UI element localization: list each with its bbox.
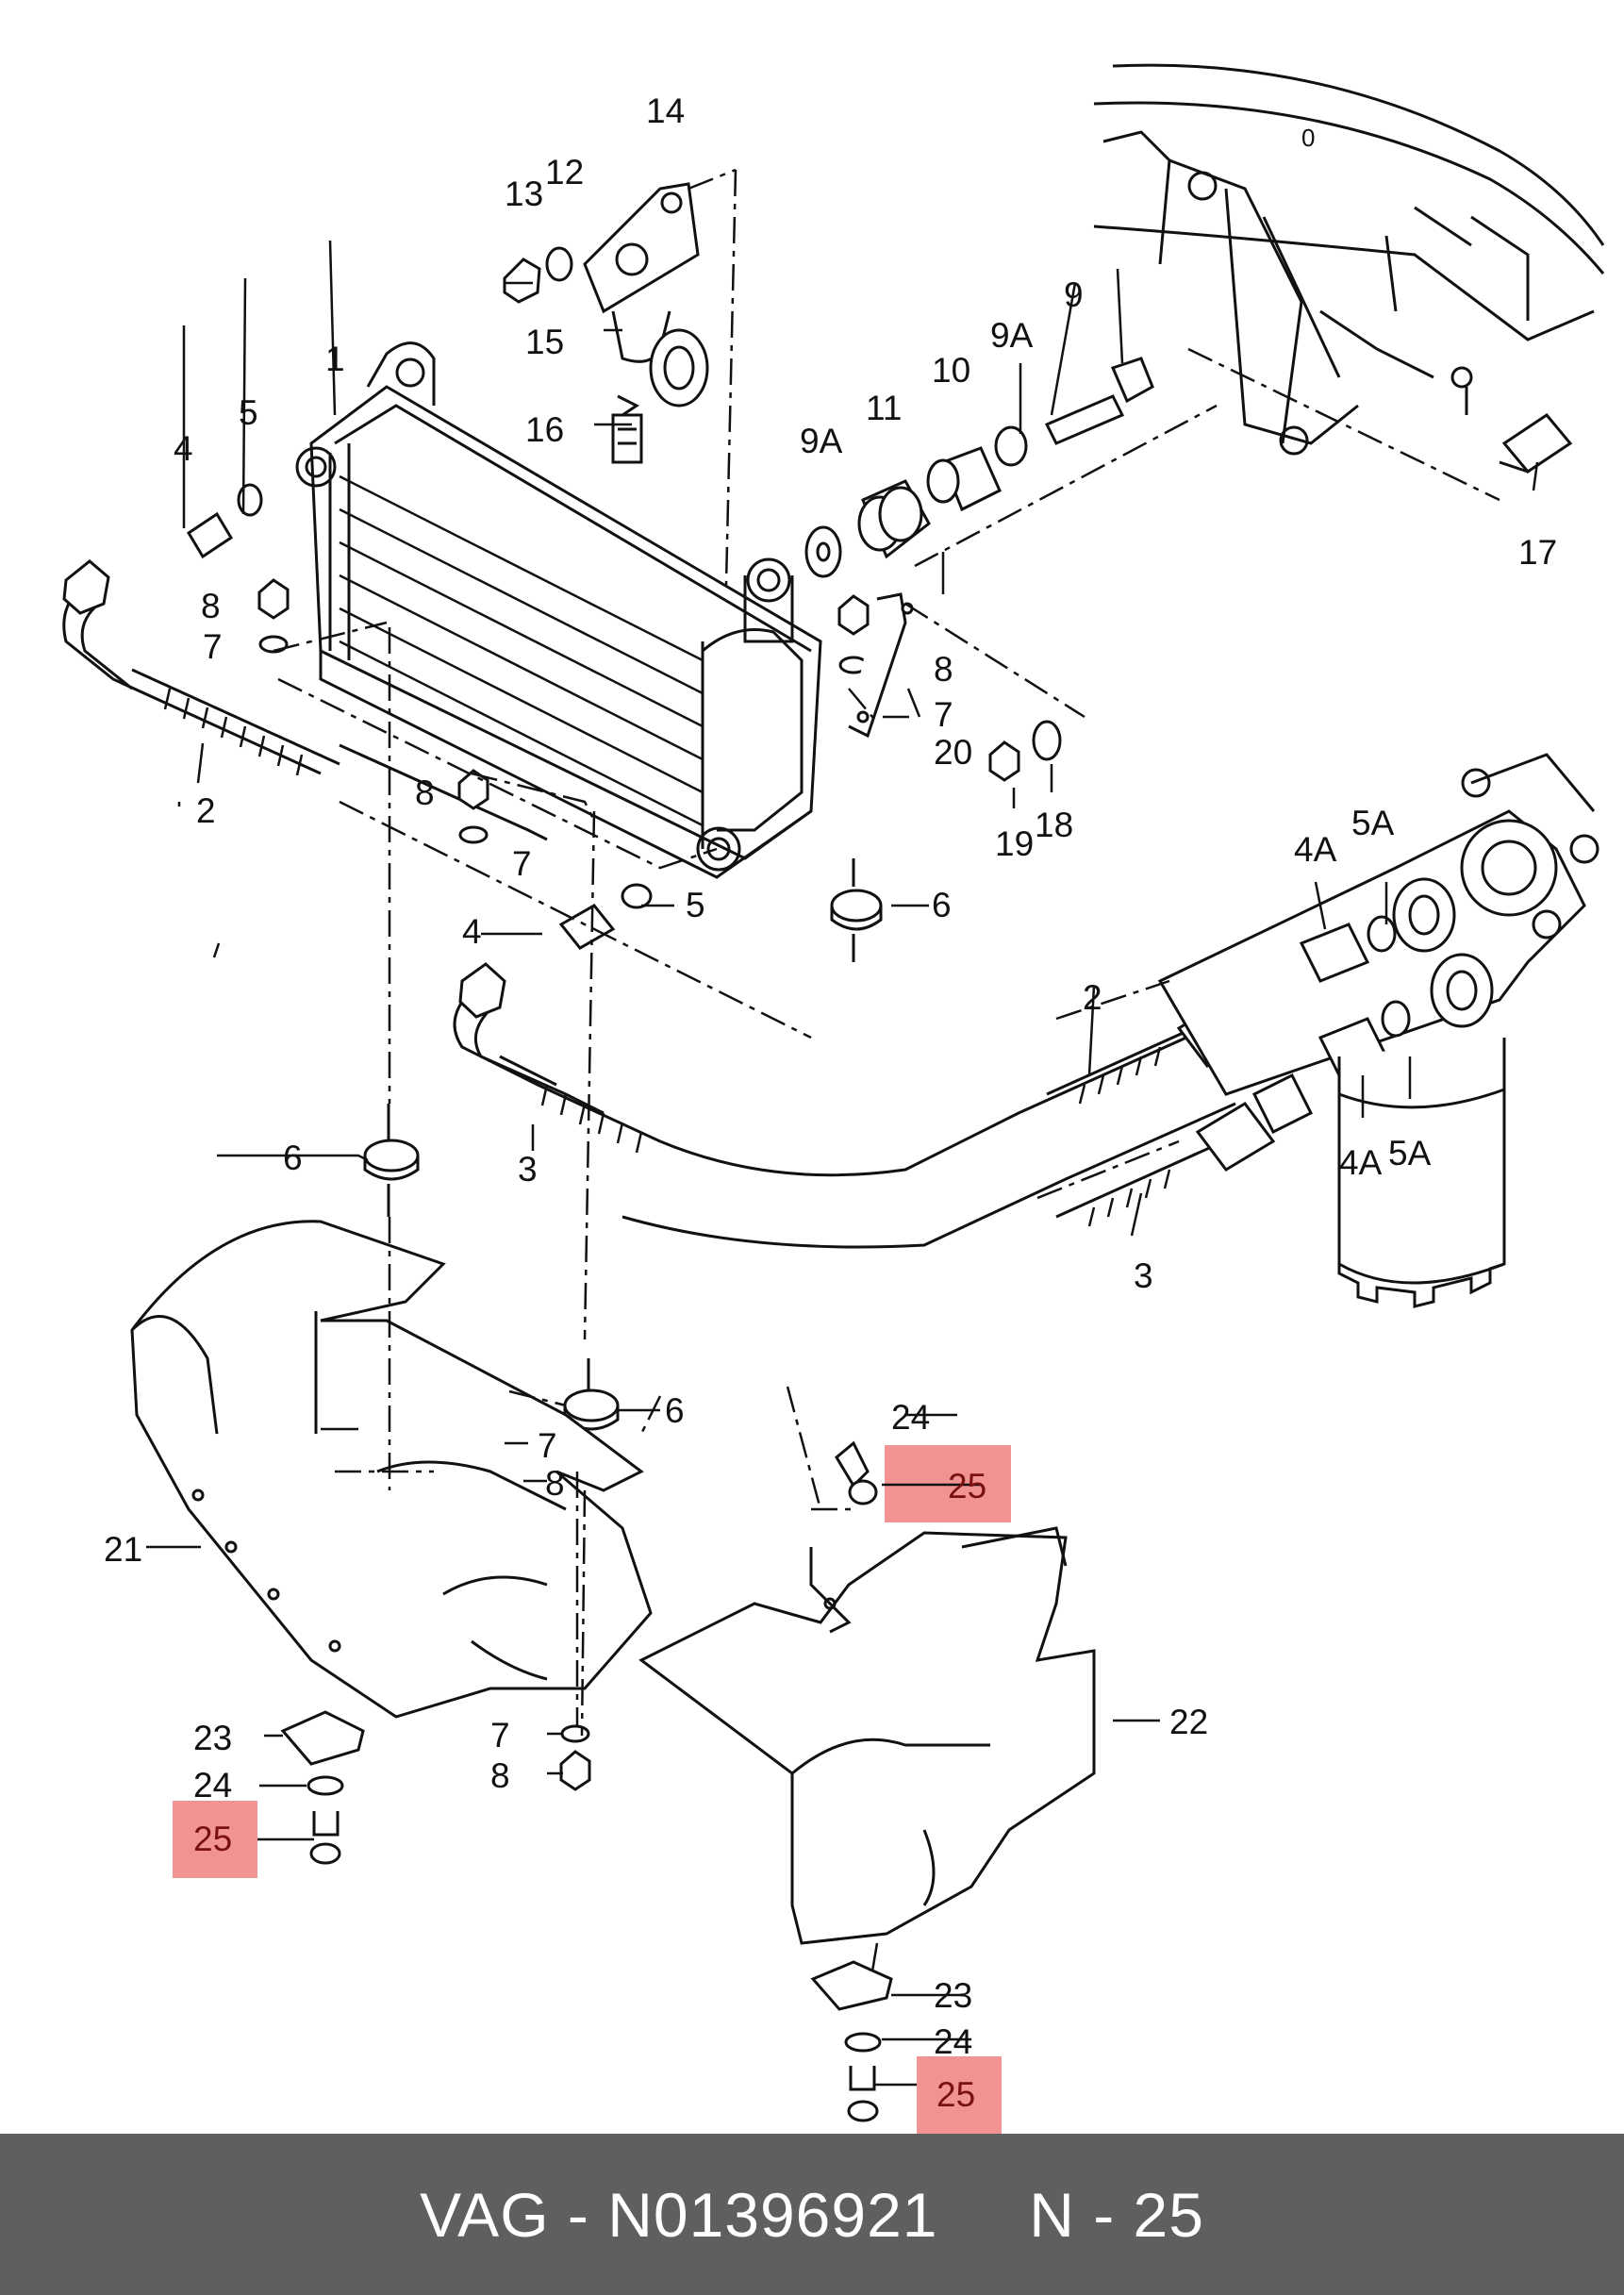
label-24b: 24 [193,1766,232,1804]
label-21: 21 [104,1530,142,1569]
label-11: 11 [866,389,902,427]
heat-shields [130,1220,1096,1945]
label-7d: 7 [538,1426,557,1465]
label-25a: 25 [948,1467,986,1505]
rubber-mounts [363,858,883,1462]
label-6c: 6 [665,1391,685,1430]
label-9: 9 [1064,275,1084,314]
engine-block: 0 [1093,63,1605,456]
part-number-footer: VAG - N01396921 N - 25 [0,2134,1624,2295]
label-2b: 2 [1083,978,1102,1017]
clip-fasteners [280,1440,893,2122]
label-6b: 6 [283,1139,303,1177]
label-7a: 7 [203,627,223,666]
label-5Aa: 5A [1351,804,1395,842]
label-20: 20 [934,733,972,772]
shield-22 [638,1526,1096,1945]
exploded-parts-diagram: 0 [62,63,1605,2134]
label-13: 13 [505,175,543,213]
nuts-and-washers [186,483,1062,1791]
label-23b: 23 [934,1976,972,2015]
label-16: 16 [525,410,564,449]
shield-21 [130,1220,653,1719]
label-8c: 8 [934,650,953,689]
label-8a: 8 [201,587,221,625]
label-6a: 6 [932,886,952,924]
highlight-box-25-left [173,1801,257,1878]
label-5Ab: 5A [1388,1134,1432,1172]
bracket-clamp [503,182,709,464]
mount-6b [363,1104,420,1217]
label-4Aa: 4A [1294,830,1337,869]
label-9Aa: 9A [800,422,843,460]
label-10: 10 [932,351,970,390]
oil-cooler [295,341,822,879]
label-4b: 4 [462,912,482,951]
label-18: 18 [1035,806,1073,844]
label-25c: 25 [936,2075,975,2114]
label-24c: 24 [934,2022,972,2061]
label-1: 1 [325,340,345,378]
label-19: 19 [995,824,1034,863]
label-22: 22 [1169,1703,1208,1741]
label-3b: 3 [1134,1256,1153,1295]
label-5b: 5 [686,886,705,924]
mount-bolt-assembly [804,357,1573,578]
label-23a: 23 [193,1719,232,1757]
dashed-guide-lines [273,168,1500,1972]
label-9Ab: 9A [990,316,1034,355]
highlight-box-25-bottom [917,2056,1002,2134]
label-4a: 4 [174,429,193,468]
label-12: 12 [545,153,584,191]
label-7c: 7 [934,695,953,734]
oil-filter-housing [1157,753,1599,1308]
label-3a: 3 [518,1150,538,1189]
leader-lines [146,240,1539,2087]
part-labels: 14 12 13 15 16 1 5 4 8 7 2 8 7 9A 11 10 … [104,91,1557,2114]
label-25b: 25 [193,1820,232,1858]
label-17: 17 [1518,533,1557,572]
label-4Ab: 4A [1339,1143,1383,1182]
label-14: 14 [646,91,685,130]
label-8b: 8 [415,773,435,812]
label-7e: 7 [490,1716,510,1755]
mount-6a [830,858,883,962]
svg-text:0: 0 [1301,124,1315,152]
part-25-highlights [173,1445,1011,2134]
label-15: 15 [525,323,564,361]
label-8e: 8 [490,1756,510,1795]
label-8d: 8 [545,1464,565,1503]
label-2a: 2 [196,791,216,830]
label-7b: 7 [512,844,532,883]
part-number-text: VAG - N01396921 N - 25 [420,2179,1204,2250]
label-5a: 5 [239,393,258,432]
label-24a: 24 [891,1398,930,1437]
